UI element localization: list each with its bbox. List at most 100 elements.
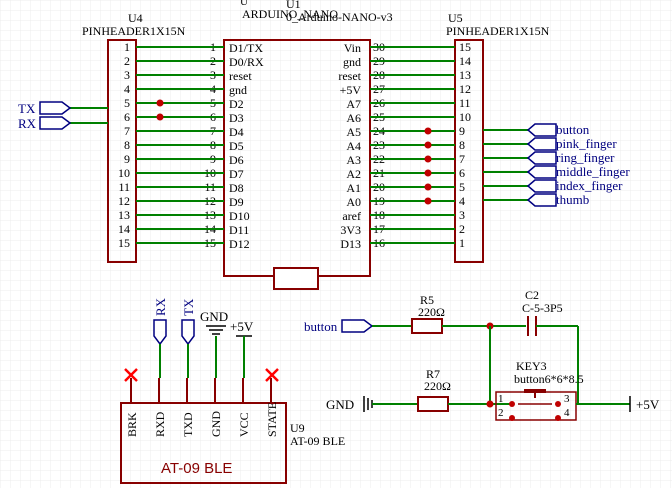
u4-pin-number: 8: [124, 138, 130, 152]
finger-port-shape[interactable]: [526, 165, 557, 179]
junction: [156, 113, 164, 121]
u5-body: [454, 39, 484, 263]
u1-right-pin-name: reset: [338, 69, 361, 83]
u4-pin-number: 7: [124, 124, 130, 138]
rx-port-label: RX: [18, 116, 37, 131]
finger-port-shape[interactable]: [526, 179, 557, 193]
u4-pin-number: 15: [118, 236, 130, 250]
u9-rx-port[interactable]: RX: [153, 297, 168, 378]
u9-rx-label: RX: [153, 297, 168, 316]
u4-pin-number: 6: [124, 110, 130, 124]
finger-port-label: thumb: [556, 192, 589, 207]
key3-pin-4: 4: [564, 407, 570, 419]
u1-right-pin-name: A1: [346, 181, 361, 195]
junction: [424, 169, 432, 177]
vcc-label: +5V: [636, 397, 660, 412]
u1-left-pin-name: D0/RX: [229, 55, 264, 69]
u1-left-pin-name: D7: [229, 167, 244, 181]
u1-right-pin-name: A6: [346, 111, 361, 125]
u1-right-pin-name: A0: [346, 195, 361, 209]
junction: [424, 155, 432, 163]
junction: [424, 183, 432, 191]
u1-right-pin-name: A2: [346, 167, 361, 181]
u4-pin-number: 2: [124, 54, 130, 68]
u5-value: PINHEADER1X15N: [446, 24, 550, 38]
r5-ref: R5: [420, 293, 434, 307]
u1-left-pin-name: D11: [229, 223, 249, 237]
junction: [424, 197, 432, 205]
u5-pin-number: 13: [459, 68, 471, 82]
u4-pin-number: 4: [124, 82, 130, 96]
u1-right-pin-name: gnd: [343, 55, 361, 69]
u9-pin-name: BRK: [125, 412, 139, 437]
u1-value: 0_Arduino-NANO-v3: [286, 10, 393, 24]
u1-left-pin-name: D5: [229, 139, 244, 153]
finger-port-label: ring_finger: [556, 150, 615, 165]
u5-pin-number: 6: [459, 166, 465, 180]
tx-port-shape: [39, 101, 72, 115]
key3-pin-3: 3: [564, 393, 570, 405]
u4-pin-number: 3: [124, 68, 130, 82]
u1-right-pin-name: D13: [340, 237, 361, 251]
u9-pin-name: VCC: [237, 412, 251, 437]
u5-pin-number: 9: [459, 124, 465, 138]
key3-switch[interactable]: KEY3 button6*6*8.5 1 2 3 4: [495, 359, 584, 421]
u1-ref: U1: [286, 0, 301, 11]
finger-port-label: pink_finger: [556, 136, 617, 151]
finger-port-shape[interactable]: [526, 151, 557, 165]
u9-pin-name: STATE: [265, 402, 279, 437]
button-port[interactable]: button: [304, 319, 374, 334]
u9-vcc-label: +5V: [230, 319, 254, 334]
r7-ref: R7: [426, 367, 440, 381]
key3-ref: KEY3: [516, 359, 547, 373]
u4-ref: U4: [128, 11, 143, 25]
u4-pin-number: 5: [124, 96, 130, 110]
u1-right-pin-name: A4: [346, 139, 361, 153]
r5-body: [411, 318, 443, 334]
tx-port-label: TX: [18, 101, 36, 116]
rx-port-shape: [39, 116, 72, 130]
finger-port-shape[interactable]: [526, 123, 557, 137]
u9-value: AT-09 BLE: [290, 434, 345, 448]
u5-pin-number: 14: [459, 54, 471, 68]
button-circuit[interactable]: button R5 220Ω C2 C-5-3P5 GND R7 220Ω KE…: [304, 288, 660, 421]
key3-contact-right-low: [555, 415, 561, 421]
u1-left-pin-name: D6: [229, 153, 244, 167]
u1-left-pin-name: D4: [229, 125, 244, 139]
u1-right-pin-name: 3V3: [340, 223, 361, 237]
finger-port-shape[interactable]: [526, 137, 557, 151]
r5-value: 220Ω: [418, 305, 445, 319]
button-port-shape: [341, 319, 374, 333]
u9-title: AT-09 BLE: [161, 460, 232, 477]
u9-tx-port[interactable]: TX: [181, 298, 196, 378]
u1-left-pin-name: D10: [229, 209, 250, 223]
r7-body: [417, 396, 449, 412]
u4-pin-number: 10: [118, 166, 130, 180]
rx-port[interactable]: RX: [18, 116, 72, 131]
header-wires: [70, 46, 455, 244]
u5-pin-number: 1: [459, 236, 465, 250]
u1-right-pin-name: A7: [346, 97, 361, 111]
u9-rx-port-shape: [153, 319, 167, 346]
no-connect-state: [265, 368, 279, 382]
finger-port-shape[interactable]: [526, 193, 557, 207]
key3-actuator: [524, 389, 546, 393]
u9-pin-name: TXD: [181, 412, 195, 437]
u1-left-pin-name: D12: [229, 237, 250, 251]
u4-pin-number: 9: [124, 152, 130, 166]
u1-usb-connector: [273, 267, 319, 290]
c2-ref: C2: [525, 288, 539, 302]
u9-body: [120, 402, 287, 484]
u4-pin-number: 12: [118, 194, 130, 208]
tx-port[interactable]: TX: [18, 101, 72, 116]
junction: [424, 127, 432, 135]
key3-pin-1: 1: [498, 393, 504, 405]
u4-body: [107, 39, 137, 263]
